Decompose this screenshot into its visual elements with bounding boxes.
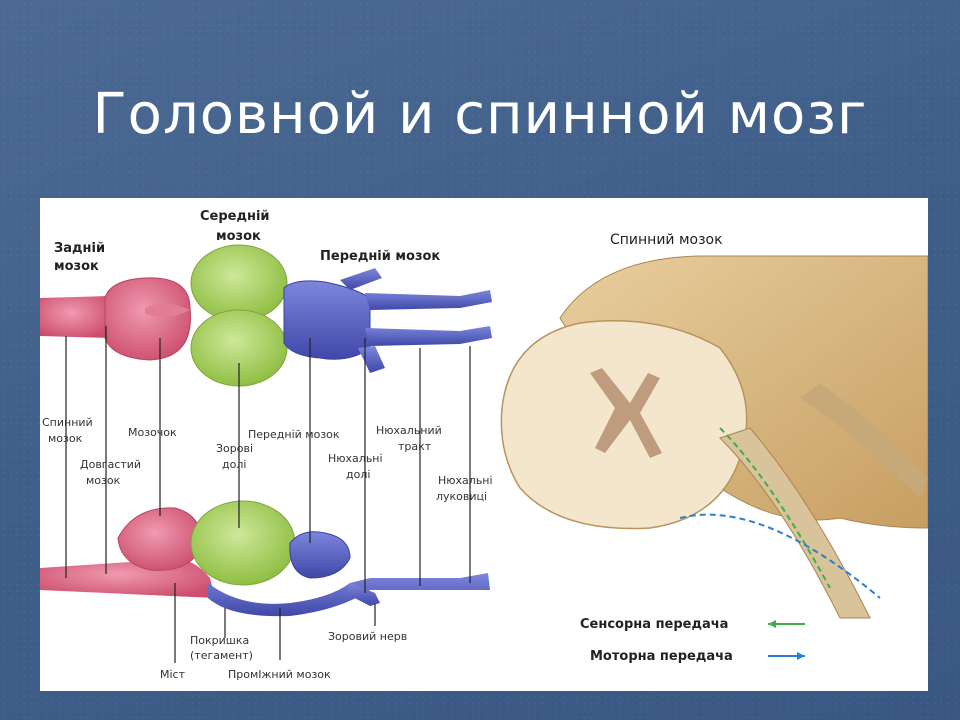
- leader-lines: [65, 326, 471, 663]
- label-olfactory-tract-1: Нюхальний: [376, 424, 442, 437]
- label-spinal-title: Спинний мозок: [610, 232, 723, 248]
- label-optic-lobes-2: долі: [222, 458, 246, 471]
- olfactory-lobe-lower: [358, 346, 385, 373]
- label-hindbrain-1: Задній: [54, 241, 105, 256]
- label-forebrain-header: Передній мозок: [320, 249, 440, 264]
- cerebellum-bottom: [117, 507, 202, 571]
- label-olfactory-bulbs-2: луковиці: [436, 490, 487, 503]
- olfactory-lobe-upper: [340, 268, 382, 290]
- label-diencephalon: ПромІжний мозок: [228, 668, 331, 681]
- label-olfactory-lobes-1: Нюхальні: [328, 452, 383, 465]
- spinal-cord-top: [40, 296, 110, 338]
- label-olfactory-tract-2: тракт: [398, 440, 432, 453]
- label-medulla-1: Довгастий: [80, 458, 141, 471]
- legend-motor-arrowhead: [797, 652, 805, 660]
- label-tegmentum-2: (тегамент): [190, 649, 253, 662]
- spinal-legend: Сенсорна передача Моторна передача: [580, 617, 805, 664]
- label-olfactory-bulbs-1: Нюхальні: [438, 474, 493, 487]
- olfactory-tract-upper: [365, 290, 492, 310]
- label-optic-nerve: Зоровий нерв: [328, 630, 407, 643]
- brain-dorsal-view: [40, 244, 492, 387]
- brain-spinal-figure: Задній мозок Середній мозок Передній моз…: [40, 198, 928, 691]
- spinal-cord-section: [500, 255, 928, 619]
- label-medulla-2: мозок: [86, 474, 121, 487]
- legend-motor-label: Моторна передача: [590, 649, 733, 664]
- forebrain-side: [289, 531, 351, 579]
- dorsal-root: [800, 383, 928, 498]
- optic-lobe-side: [190, 500, 296, 586]
- label-hindbrain-2: мозок: [54, 259, 99, 274]
- label-optic-lobes-1: Зорові: [216, 442, 253, 455]
- legend-sensory-label: Сенсорна передача: [580, 617, 728, 632]
- label-pons: Міст: [160, 668, 186, 681]
- label-forebrain-top: Передній мозок: [248, 428, 340, 441]
- nerve-root: [719, 427, 871, 619]
- legend-sensory-arrowhead: [768, 620, 776, 628]
- cerebellum-top: [104, 277, 191, 361]
- label-midbrain-1: Середній: [200, 209, 270, 224]
- label-spinal-cord-1: Спинний: [42, 416, 93, 429]
- medulla-top: [145, 303, 190, 318]
- slide-title: Головной и спинной мозг: [92, 82, 868, 147]
- grey-matter: [590, 368, 662, 458]
- brain-lateral-view: [40, 500, 490, 617]
- label-spinal-cord-2: мозок: [48, 432, 83, 445]
- sensory-path: [719, 427, 831, 589]
- label-cerebellum: Мозочок: [128, 426, 177, 439]
- forebrain-top: [283, 280, 371, 360]
- motor-path: [679, 513, 881, 599]
- olfactory-tract-lower: [365, 326, 492, 346]
- label-midbrain-2: мозок: [216, 229, 261, 244]
- label-olfactory-lobes-2: долі: [346, 468, 370, 481]
- optic-nerve-side: [345, 583, 380, 606]
- label-tegmentum-1: Покришка: [190, 634, 249, 647]
- figure-canvas: Задній мозок Середній мозок Передній моз…: [40, 209, 928, 681]
